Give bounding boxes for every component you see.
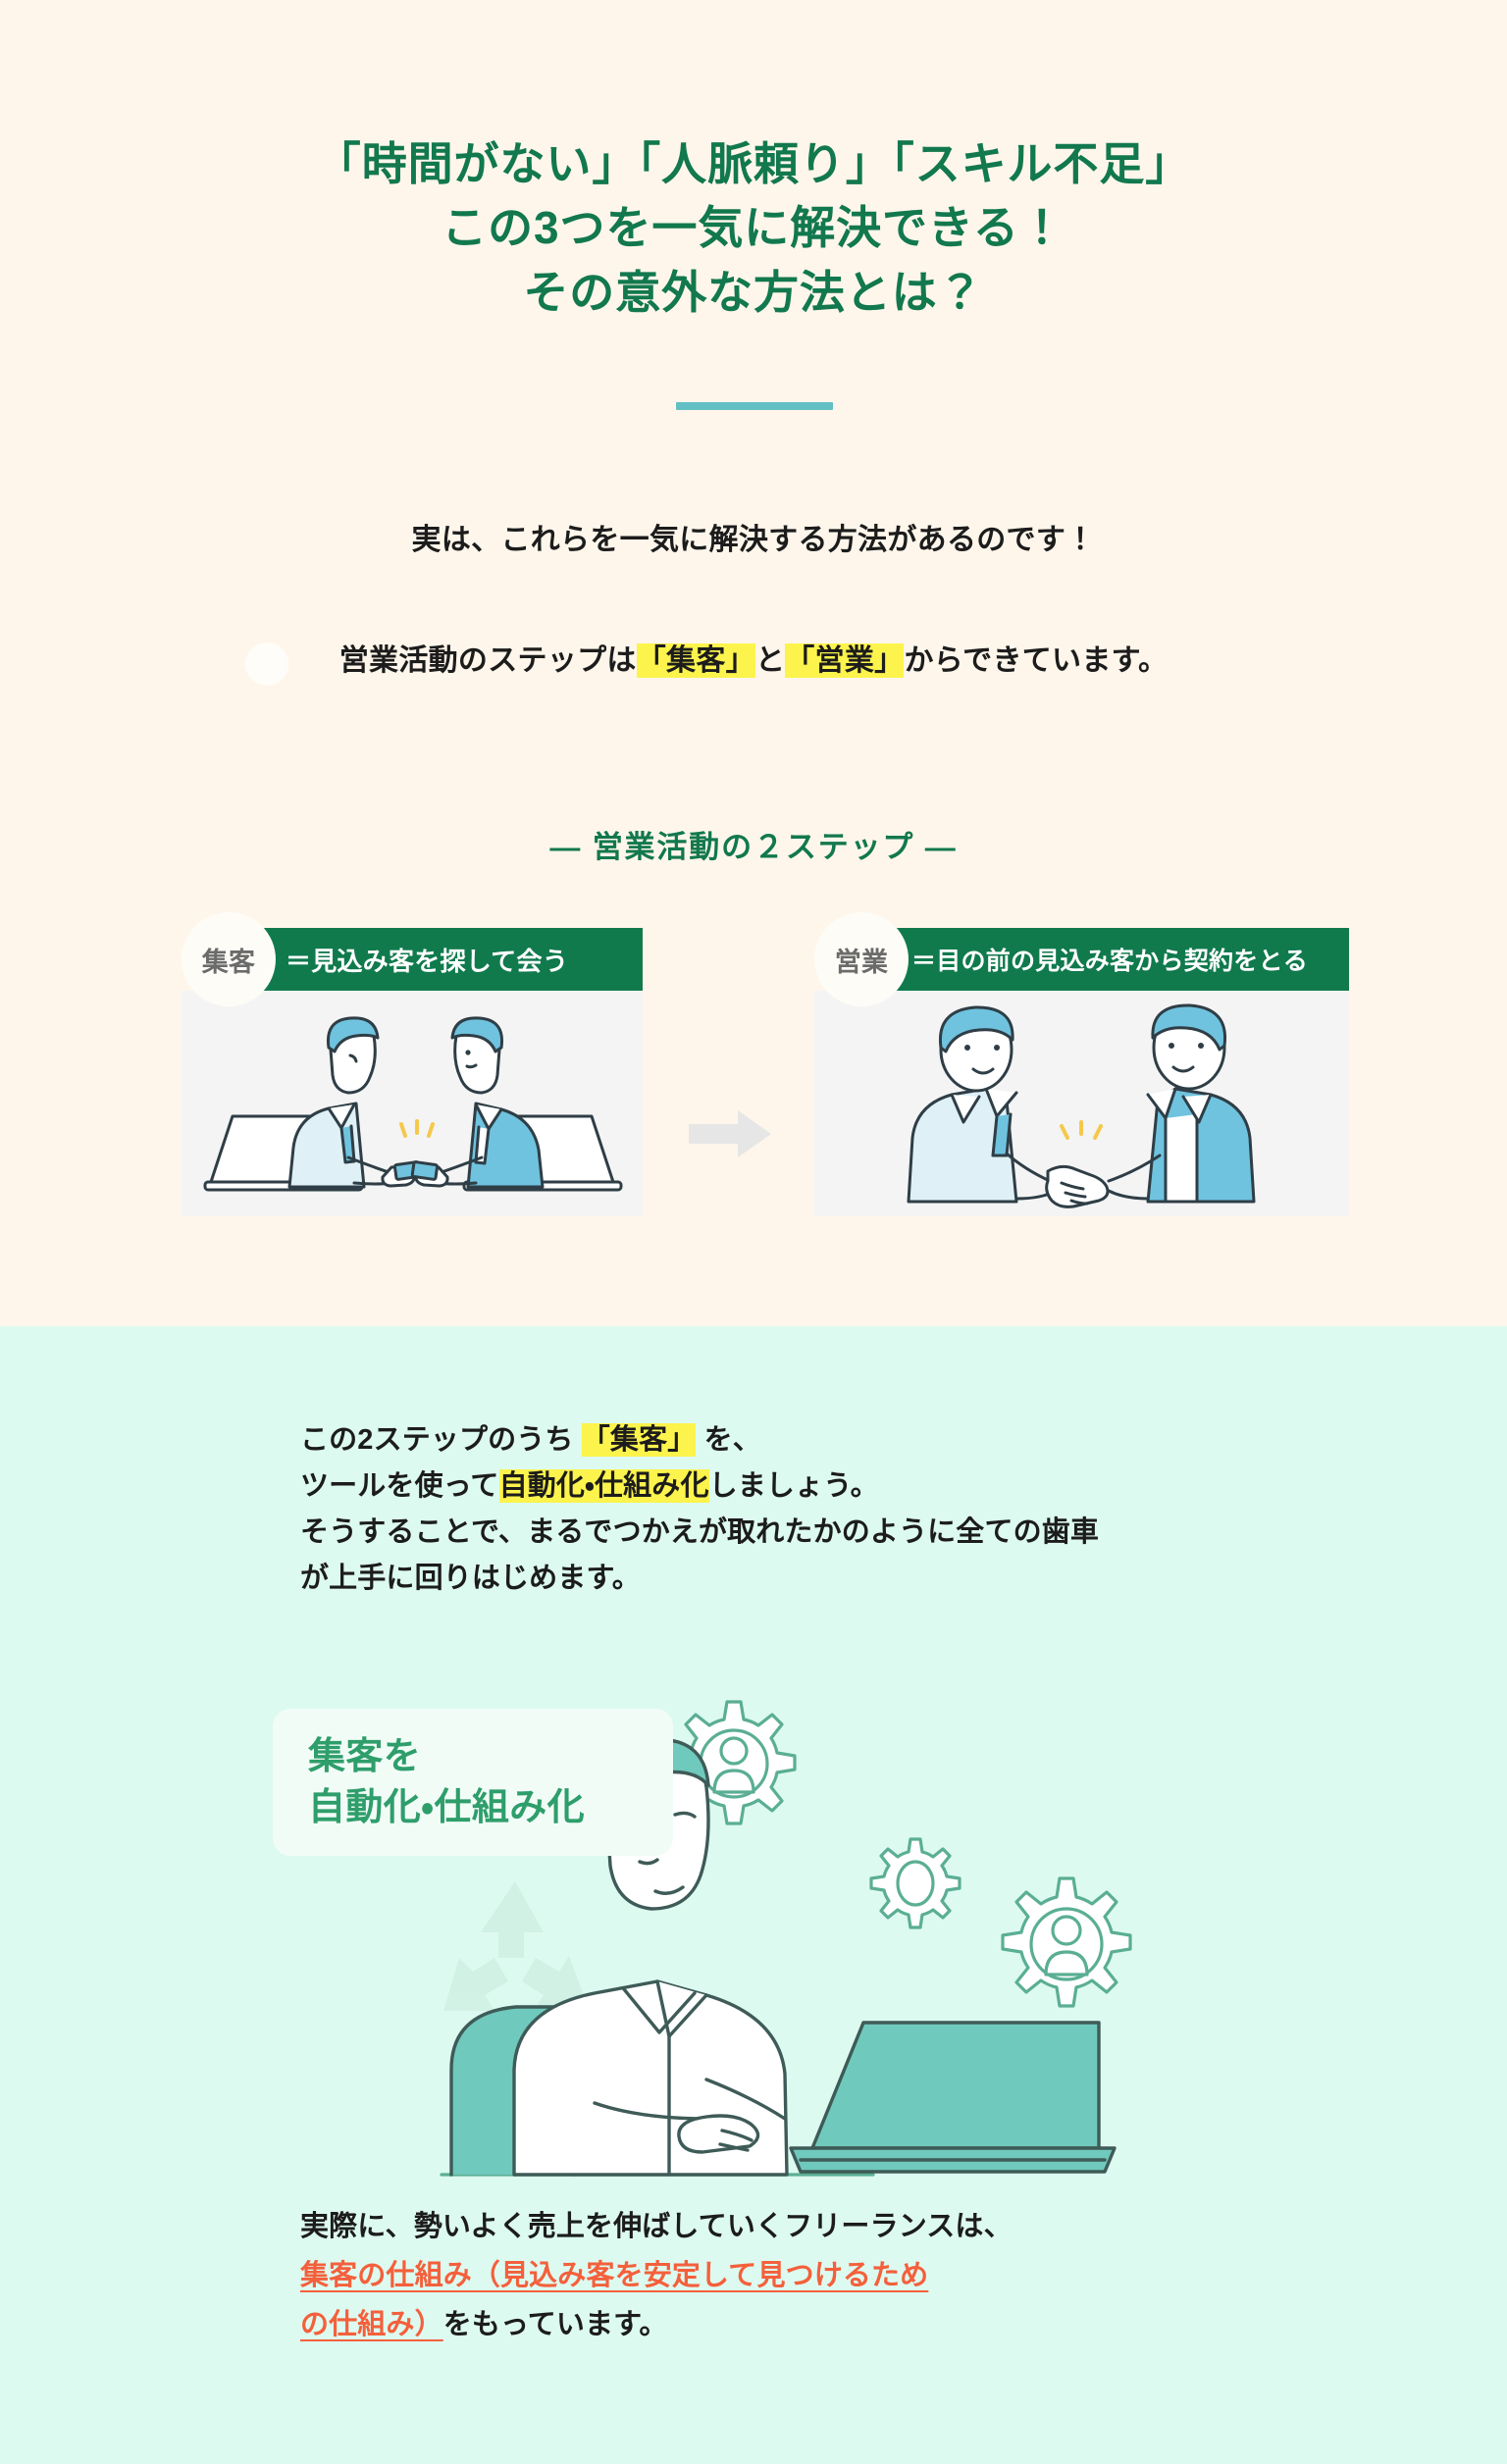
closing-paragraph: 実際に、勢いよく売上を伸ばしていくフリーランスは、 集客の仕組み（見込み客を安定… <box>300 2203 1013 2350</box>
page-title: 「時間がない」「人脈頼り」「スキル不足」 この3つを一気に解決できる！ その意外… <box>0 132 1507 325</box>
auto-row-1-pre: この2ステップのうち <box>300 1424 582 1456</box>
step-2-illustration <box>814 991 1349 1216</box>
step-1-banner-label: ＝見込み客を探して会う <box>286 946 569 976</box>
auto-row-2-highlight: 自動化・仕組み化 <box>498 1468 709 1503</box>
title-divider <box>676 402 833 410</box>
lead-line-2: 営業活動のステップは「集客」と「営業」からできています。 <box>0 636 1507 679</box>
lead-2-highlight-1: 「集客」 <box>636 643 755 678</box>
automation-paragraph-row-4: が上手に回りはじめます。 <box>300 1562 641 1594</box>
step-2-banner-label: ＝目の前の見込み客から契約をとる <box>911 948 1309 975</box>
cream-section: 「時間がない」「人脈頼り」「スキル不足」 この3つを一気に解決できる！ その意外… <box>0 132 1507 1265</box>
lead-2-mid: と <box>754 644 786 677</box>
automation-badge-line-1: 集客を <box>308 1735 422 1777</box>
step-1-banner: ＝見込み客を探して会う <box>256 928 643 991</box>
step-2-banner: ＝目の前の見込み客から契約をとる <box>886 928 1349 991</box>
automation-paragraph-row-2: ツールを使って自動化・仕組み化しましょう。 <box>300 1463 1099 1510</box>
closing-line-2: 集客の仕組み（見込み客を安定して見つけるため <box>300 2252 1013 2301</box>
lead-line-1: 実は、これらを一気に解決する方法があるのです！ <box>411 524 1096 556</box>
auto-row-1-highlight: 「集客」 <box>581 1423 697 1457</box>
decorative-circle <box>245 642 288 686</box>
closing-line-1: 実際に、勢いよく売上を伸ばしていくフリーランスは、 <box>300 2211 1013 2242</box>
lead-2-suffix: からできています。 <box>904 644 1169 677</box>
lead-2-highlight-2: 「営業」 <box>785 643 905 678</box>
step-1-badge: 集客 <box>182 912 276 1006</box>
page-title-line-3: その意外な方法とは？ <box>523 266 984 318</box>
step-2-badge: 営業 <box>814 912 909 1006</box>
step-2-badge-label: 営業 <box>834 947 889 977</box>
steps-section-title: ― 営業活動の２ステップ ― <box>549 830 958 864</box>
auto-row-1-post: を、 <box>696 1424 761 1456</box>
steps-card-group: ＝見込み客を探して会う 集客 <box>0 912 1507 1265</box>
closing-line-3-accent: の仕組み） <box>300 2308 443 2340</box>
step-1-badge-label: 集客 <box>201 947 256 977</box>
automation-paragraph-row-1: この2ステップのうち 「集客」 を、 <box>300 1417 1099 1463</box>
step-1-illustration <box>182 991 643 1216</box>
closing-line-3: の仕組み）をもっています。 <box>300 2301 1013 2350</box>
arrow-right-icon <box>687 1106 773 1161</box>
automation-badge-line-2: 自動化・仕組み化 <box>308 1787 585 1828</box>
page-title-line-2: この3つを一気に解決できる！ <box>442 202 1065 254</box>
automation-badge: 集客を 自動化・仕組み化 <box>273 1709 673 1856</box>
automation-illustration <box>412 1658 1197 2236</box>
automation-paragraph-row-3: そうすることで、まるでつかえが取れたかのように全ての歯車 <box>300 1515 1100 1548</box>
recycle-icon <box>422 1864 608 2050</box>
auto-row-2-post: しましょう。 <box>708 1469 879 1502</box>
page-title-line-1: 「時間がない」「人脈頼り」「スキル不足」 <box>315 138 1192 189</box>
closing-line-3-tail: をもっています。 <box>442 2308 668 2340</box>
closing-line-2-accent: 集客の仕組み（見込み客を安定して見つけるため <box>300 2259 929 2291</box>
lead-2-prefix: 営業活動のステップは <box>338 644 637 677</box>
auto-row-2-pre: ツールを使って <box>300 1469 499 1502</box>
automation-paragraph: この2ステップのうち 「集客」 を、 ツールを使って自動化・仕組み化しましょう。… <box>300 1417 1099 1602</box>
mint-section <box>0 1326 1507 2464</box>
